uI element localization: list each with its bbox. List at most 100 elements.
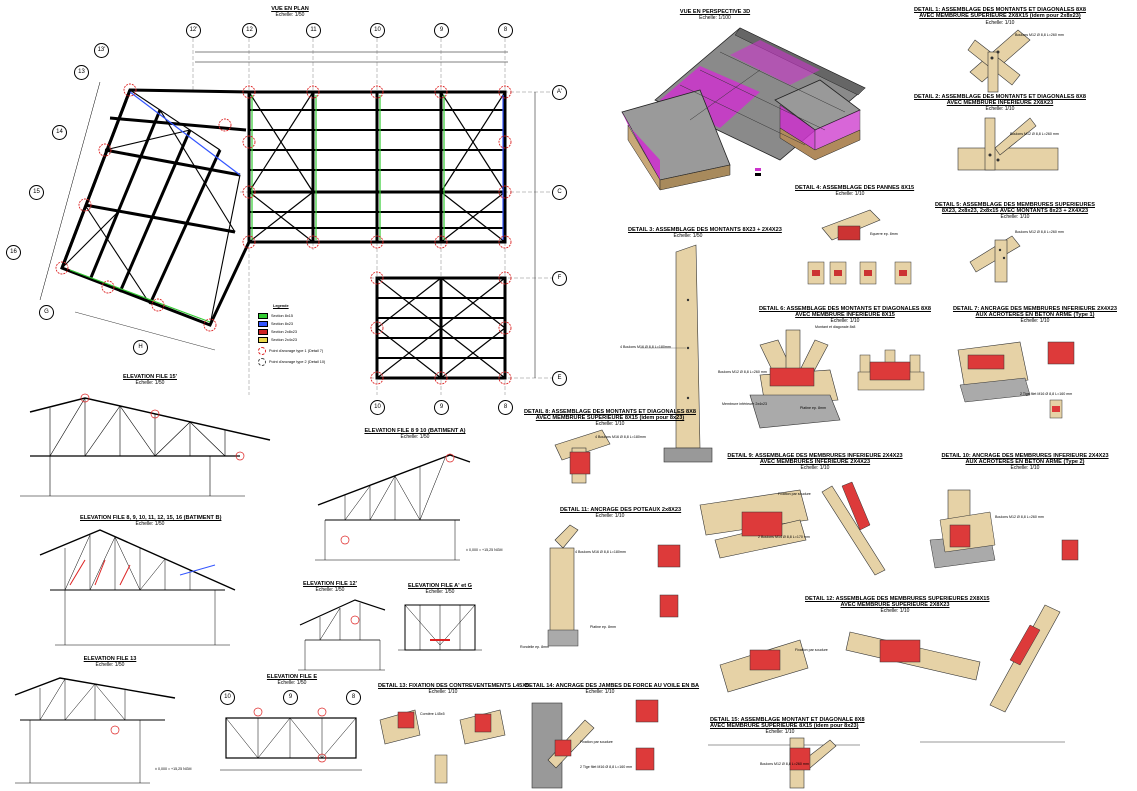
detail-7-label: 2 Tige filet M16 Ø 8,8 L=160 mm <box>1020 392 1073 396</box>
detail-11-scale: Echelle: 1/10 <box>595 513 625 519</box>
detail-6-label-d: Platine ep. 8mm <box>800 406 826 410</box>
detail-1-scale: Echelle: 1/10 <box>985 20 1015 26</box>
elevAG-scale: Echelle: 1/50 <box>425 589 455 595</box>
detail-13-label: Cornière L45x5 <box>420 712 445 716</box>
legend-item: Section 2x4x23 <box>258 337 297 343</box>
legend-item: Point d'ancrage type 2 (Detail 10) <box>258 358 325 366</box>
detail-6-label-b: Boulons M12 Ø 8,8 L=260 mm <box>718 370 767 374</box>
detail-14-label-a: Fixation par soudure <box>580 740 613 744</box>
detail-14-scale: Echelle: 1/10 <box>585 689 615 695</box>
elevE-bubble-9: 9 <box>283 690 298 705</box>
detail-12-scale: Echelle: 1/10 <box>880 608 910 614</box>
perspective-title: VUE EN PERSPECTIVE 3D <box>679 9 751 15</box>
plan-scale: Echelle: 1/50 <box>275 12 305 18</box>
detail-12-title2: AVEC MEMBRURE SUPERIEURE 2X8X23 <box>840 602 950 608</box>
elevE-scale: Echelle: 1/50 <box>277 680 307 686</box>
legend-item: Section 8x15 <box>258 313 293 319</box>
plan-title: VUE EN PLAN <box>271 6 309 12</box>
detail-2-label: Boulons M12 Ø 8,8 L=260 mm <box>1010 132 1059 136</box>
detail-14-label-b: 2 Tige filet M16 Ø 8,8 L=160 mm <box>580 765 633 769</box>
grid-bubble-9: 9 <box>434 23 449 38</box>
legend: Legende Section 8x15 Section 8x23 Sectio… <box>258 304 358 370</box>
grid-bubble-11: 11 <box>306 23 321 38</box>
detail-2-title2: AVEC MEMBRURE INFERIEURE 2X8X23 <box>946 100 1054 106</box>
elevAG-title: ELEVATION FILE A' et G <box>407 583 472 589</box>
detail-10-label: Boulons M12 Ø 8,8 L=260 mm <box>995 515 1044 519</box>
elev13-scale: Echelle: 1/50 <box>95 662 125 668</box>
detail-10-scale: Echelle: 1/10 <box>1010 465 1040 471</box>
detail-3-scale: Echelle: 1/50 <box>673 233 703 239</box>
grid-bubble-bottom-9: 9 <box>434 400 449 415</box>
detail-2-scale: Echelle: 1/10 <box>985 106 1015 112</box>
detail-7-title: DETAIL 7: ANCRAGE DES MEMBRURES INFERIEU… <box>952 306 1117 312</box>
detail-1-title: DETAIL 1: ASSEMBLAGE DES MONTANTS ET DIA… <box>914 7 1086 13</box>
elevE-title: ELEVATION FILE E <box>266 674 318 680</box>
grid-bubble-12: 12 <box>242 23 257 38</box>
detail-13-title: DETAIL 13: FIXATION DES CONTREVENTEMENTS… <box>378 683 530 689</box>
elevE-bubble-10: 10 <box>220 690 235 705</box>
legend-item: Point d'ancrage type 1 (Detail 7) <box>258 347 323 355</box>
detail-8-title2: AVEC MEMBRURE SUPERIEURE 8X15 (idem pour… <box>535 415 685 421</box>
detail-9-label-b: 2 Boulons M14 Ø 8,8 L=170 mm <box>758 535 810 539</box>
grid-bubble-F: F <box>552 271 567 286</box>
grid-bubble-14: 14 <box>52 125 67 140</box>
detail-15-label: Boulons M12 Ø 8,8 L=260 mm <box>760 762 809 766</box>
legend-item: Section 8x23 <box>258 321 293 327</box>
detail-8-title: DETAIL 8: ASSEMBLAGE DES MONTANTS ET DIA… <box>524 409 696 415</box>
detail-9-label-a: Fixation par soudure <box>778 492 811 496</box>
detail-1-label: Boulons M12 Ø 8,8 L=260 mm <box>1015 33 1064 37</box>
detail-11-label-a: 4 Boulons M16 Ø 8,8 L=180mm <box>575 550 626 554</box>
detail-8-label: 4 Boulons M16 Ø 8,8 L=180mm <box>595 435 646 439</box>
grid-bubble-bottom-8: 8 <box>498 400 513 415</box>
detail-3-label: 4 Boulons M16 Ø 8,8 L=180mm <box>620 345 671 349</box>
elev12-scale: Echelle: 1/50 <box>315 587 345 593</box>
detail-11-label-b: Platine ep. 8mm <box>590 625 616 629</box>
detail-5-title: DETAIL 5: ASSEMBLAGE DES MEMBRURES SUPER… <box>935 202 1095 208</box>
detail-6-label-a: Montant et diagonale 8x8 <box>815 325 856 329</box>
grid-bubble-13: 13 <box>74 65 89 80</box>
elev15-title: ELEVATION FILE 15' <box>123 374 177 380</box>
grid-bubble-bottom-10: 10 <box>370 400 385 415</box>
detail-5-title2: 8X23, 2x8x23, 2x8x15 AVEC MONTANTS 8x23 … <box>941 208 1089 214</box>
legend-title: Legende <box>273 304 289 308</box>
grid-bubble-12p: 12' <box>186 23 201 38</box>
grid-bubble-8: 8 <box>498 23 513 38</box>
detail-11-title: DETAIL 11: ANCRAGE DES POTEAUX 2x8X23 <box>560 507 682 513</box>
perspective-scale: Echelle: 1/100 <box>699 15 731 21</box>
elev8910-scale: Echelle: 1/50 <box>400 434 430 440</box>
detail-8-scale: Echelle: 1/10 <box>595 421 625 427</box>
detail-13-scale: Echelle: 1/10 <box>428 689 458 695</box>
detail-6-title: DETAIL 6: ASSEMBLAGE DES MONTANTS ET DIA… <box>759 306 931 312</box>
detail-6-scale: Echelle: 1/10 <box>830 318 860 324</box>
detail-2-title: DETAIL 2: ASSEMBLAGE DES MONTANTS ET DIA… <box>914 94 1086 100</box>
detail-15-title: DETAIL 15: ASSEMBLAGE MONTANT ET DIAGONA… <box>710 717 865 723</box>
elevB-title: ELEVATION FILE 8, 9, 10, 11, 12, 15, 16 … <box>80 515 222 521</box>
grid-bubble-E: E <box>552 371 567 386</box>
elev8910-title: ELEVATION FILE 8 9 10 (BATIMENT A) <box>364 428 466 434</box>
cote-label: ± 0,000 = +15,25 NGM <box>155 767 192 771</box>
detail-9-title: DETAIL 9: ASSEMBLAGE DES MEMBRURES INFER… <box>727 453 903 459</box>
elevE-bubble-8: 8 <box>346 690 361 705</box>
detail-7-title2: AUX ACROTERES EN BETON ARME (Type 1) <box>975 312 1095 318</box>
detail-14-title: DETAIL 14: ANCRAGE DES JAMBES DE FORCE A… <box>525 683 700 689</box>
detail-15-scale: Echelle: 1/10 <box>765 729 795 735</box>
detail-1-title2: AVEC MEMBRURE SUPERIEURE 2X8X15 (idem po… <box>919 13 1081 19</box>
detail-3-title: DETAIL 3: ASSEMBLAGE DES MONTANTS 8X23 +… <box>628 227 782 233</box>
